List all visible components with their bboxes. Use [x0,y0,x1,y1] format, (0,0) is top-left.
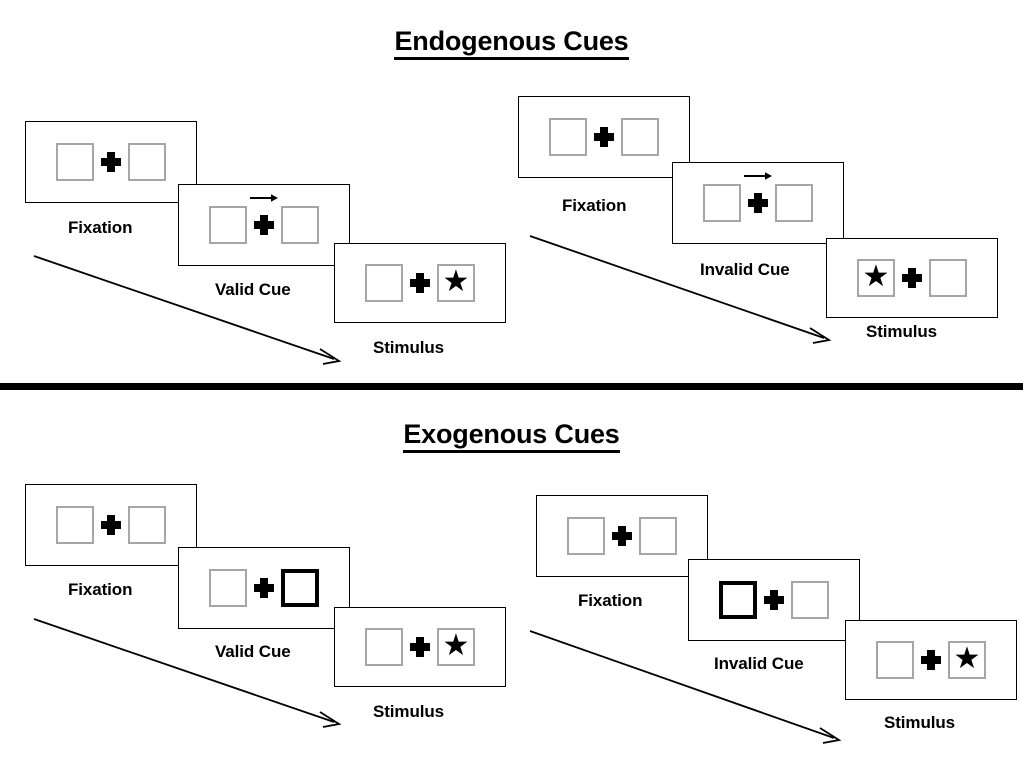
caption-exo-invalid-stimulus: Stimulus [884,713,955,732]
panel-content [209,569,319,607]
panel-content: ★ [365,628,475,666]
panel-endo-invalid-fixation[interactable] [518,96,690,178]
right-box [281,206,319,244]
fixation-cross-icon [914,643,948,677]
right-box: ★ [948,641,986,679]
caption-exo-invalid-cue: Invalid Cue [714,654,804,673]
panel-endo-invalid-stimulus[interactable]: ★ [826,238,998,318]
fixation-cross-icon [247,571,281,605]
section-title-endogenous-text: Endogenous Cues [394,26,629,60]
left-box [365,628,403,666]
right-box [791,581,829,619]
right-box-cued [281,569,319,607]
right-box [128,143,166,181]
panel-exo-invalid-cue[interactable] [688,559,860,641]
panel-exo-invalid-fixation[interactable] [536,495,708,577]
right-box [775,184,813,222]
section-title-exogenous: Exogenous Cues [0,419,1023,453]
right-box [128,506,166,544]
panel-content [56,506,166,544]
panel-exo-valid-stimulus[interactable]: ★ [334,607,506,687]
panel-content [209,194,319,244]
left-box-cued [719,581,757,619]
panel-content [567,517,677,555]
right-box: ★ [437,628,475,666]
panel-content: ★ [876,641,986,679]
time-arrow-exogenous-right [529,630,842,744]
caption-exo-valid-stimulus: Stimulus [373,702,444,721]
panel-exo-invalid-stimulus[interactable]: ★ [845,620,1017,700]
fixation-cross-icon [587,120,621,154]
time-arrow-endogenous-right [529,235,832,344]
section-divider [0,383,1023,390]
caption-exo-valid-fixation: Fixation [68,580,133,599]
left-box-stimulus: ★ [862,260,890,293]
right-box [929,259,967,297]
panel-content: ★ [365,264,475,302]
section-title-endogenous: Endogenous Cues [0,26,1023,60]
right-box [639,517,677,555]
left-box [56,143,94,181]
left-box [703,184,741,222]
fixation-cross-icon [94,145,128,179]
left-box [56,506,94,544]
panel-exo-valid-fixation[interactable] [25,484,197,566]
caption-endo-valid-fixation: Fixation [68,218,133,237]
right-box-stimulus: ★ [442,629,470,662]
section-title-exogenous-text: Exogenous Cues [403,419,620,453]
fixation-cross-icon [247,194,281,242]
caption-endo-invalid-stimulus: Stimulus [866,322,937,341]
panel-endo-valid-cue[interactable] [178,184,350,266]
right-box [621,118,659,156]
caption-endo-valid-cue: Valid Cue [215,280,291,299]
left-box [209,206,247,244]
fixation-cross-icon [403,266,437,300]
fixation-cross-icon [757,583,791,617]
left-box [549,118,587,156]
panel-content [719,581,829,619]
arrow-right-cue-icon [250,194,278,202]
fixation-cross-icon [895,261,929,295]
right-box: ★ [437,264,475,302]
fixation-cross-icon [741,172,775,220]
panel-endo-valid-stimulus[interactable]: ★ [334,243,506,323]
right-box-stimulus: ★ [953,642,981,675]
panel-endo-valid-fixation[interactable] [25,121,197,203]
right-box-stimulus: ★ [442,265,470,298]
panel-content [56,143,166,181]
caption-exo-valid-cue: Valid Cue [215,642,291,661]
time-arrow-endogenous-left [33,255,342,365]
left-box: ★ [857,259,895,297]
fixation-cross-icon [605,519,639,553]
caption-endo-invalid-cue: Invalid Cue [700,260,790,279]
panel-content [549,118,659,156]
caption-exo-invalid-fixation: Fixation [578,591,643,610]
panel-endo-invalid-cue[interactable] [672,162,844,244]
left-box [567,517,605,555]
fixation-cross-icon [403,630,437,664]
caption-endo-valid-stimulus: Stimulus [373,338,444,357]
panel-exo-valid-cue[interactable] [178,547,350,629]
left-box [209,569,247,607]
panel-content [703,172,813,222]
caption-endo-invalid-fixation: Fixation [562,196,627,215]
time-arrow-exogenous-left [33,618,342,728]
fixation-cross-icon [94,508,128,542]
panel-content: ★ [857,259,967,297]
left-box [365,264,403,302]
left-box [876,641,914,679]
arrow-right-cue-icon [744,172,772,180]
